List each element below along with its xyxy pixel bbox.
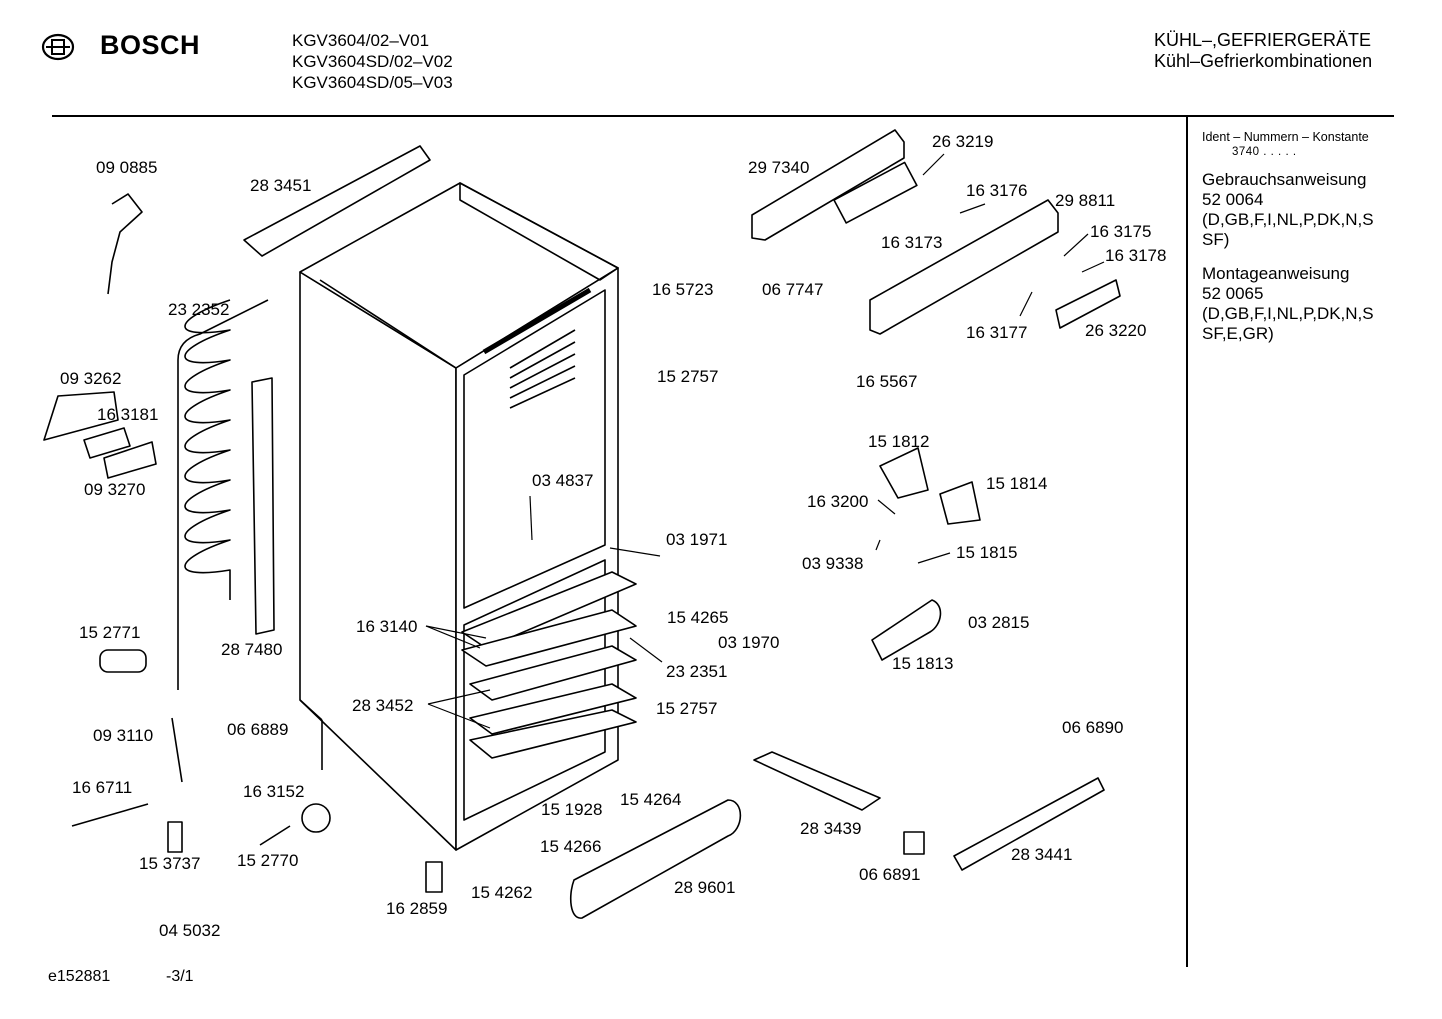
category-title: KÜHL–,GEFRIERGERÄTE — [1154, 30, 1372, 50]
part-label: 16 6711 — [72, 778, 132, 797]
part-label: 15 4266 — [540, 837, 601, 856]
page-number: -3/1 — [166, 968, 194, 985]
part-label: 16 5723 — [652, 280, 713, 299]
part-label: 09 0885 — [96, 158, 157, 177]
part-label: 15 2770 — [237, 851, 298, 870]
doc-number: 52 0064 — [1202, 190, 1264, 209]
part-label: 15 2757 — [657, 367, 718, 386]
part-label: 28 3439 — [800, 819, 861, 838]
doc-installation-manual: Montageanweisung 52 0065 (D,GB,F,I,NL,P,… — [1202, 264, 1402, 344]
part-label: 15 1813 — [892, 654, 953, 673]
part-label: 06 6890 — [1062, 718, 1123, 737]
part-label: 09 3110 — [93, 726, 153, 745]
part-label: 16 3152 — [243, 782, 304, 801]
category-subtitle: Kühl–Gefrierkombinationen — [1154, 51, 1373, 71]
part-label: 15 2771 — [79, 623, 140, 642]
part-label: 15 1928 — [541, 800, 602, 819]
part-label: 16 3176 — [966, 181, 1027, 200]
part-label: 28 3451 — [250, 176, 311, 195]
part-label: 16 5567 — [856, 372, 917, 391]
part-label: 06 6891 — [859, 865, 920, 884]
small-parts-drawing — [43, 193, 925, 893]
part-label: 03 4837 — [532, 471, 593, 490]
model-number: KGV3604SD/05–V03 — [292, 73, 453, 92]
cabinet-drawing — [299, 182, 619, 851]
doc-languages: (D,GB,F,I,NL,P,DK,N,S SF,E,GR) — [1202, 304, 1374, 343]
part-label: 16 3175 — [1090, 222, 1151, 241]
part-label: 16 3140 — [356, 617, 417, 636]
header-divider — [52, 115, 1394, 117]
leader-lines — [425, 153, 1105, 729]
part-label: 15 4265 — [667, 608, 728, 627]
side-rail-drawing — [251, 377, 275, 635]
part-label: 23 2351 — [666, 662, 727, 681]
door-bins-drawing — [569, 447, 1105, 919]
part-label: 28 3441 — [1011, 845, 1072, 864]
doc-number: 52 0065 — [1202, 284, 1264, 303]
model-number: KGV3604/02–V01 — [292, 31, 430, 50]
part-label: 16 3178 — [1105, 246, 1166, 265]
part-label: 15 1812 — [868, 432, 929, 451]
part-label: 03 1971 — [666, 530, 727, 549]
doc-languages: (D,GB,F,I,NL,P,DK,N,S SF) — [1202, 210, 1374, 249]
part-label: 16 3177 — [966, 323, 1027, 342]
ident-value: 3740 . . . . . — [1232, 146, 1297, 158]
model-number: KGV3604SD/02–V02 — [292, 52, 453, 71]
part-label: 28 3452 — [352, 696, 413, 715]
doc-user-manual: Gebrauchsanweisung 52 0064 (D,GB,F,I,NL,… — [1202, 170, 1402, 250]
document-info-panel: Ident – Nummern – Konstante 3740 . . . .… — [1202, 130, 1402, 344]
part-label: 03 2815 — [968, 613, 1029, 632]
part-label: 16 3181 — [97, 405, 158, 424]
part-labels: 09 0885 28 3451 23 2352 09 3262 16 3181 … — [60, 132, 1166, 940]
part-label: 28 7480 — [221, 640, 282, 659]
part-label: 15 1814 — [986, 474, 1047, 493]
brand-logo: BOSCH — [100, 30, 201, 60]
part-label: 28 9601 — [674, 878, 735, 897]
part-label: 04 5032 — [159, 921, 220, 940]
condenser-coil-drawing — [177, 299, 269, 690]
product-category: KÜHL–,GEFRIERGERÄTE Kühl–Gefrierkombinat… — [1154, 30, 1390, 72]
part-label: 26 3220 — [1085, 321, 1146, 340]
part-label: 16 3200 — [807, 492, 868, 511]
bosch-armature-logo-icon — [41, 33, 75, 61]
part-label: 06 7747 — [762, 280, 823, 299]
part-label: 15 2757 — [656, 699, 717, 718]
part-label: 09 3270 — [84, 480, 145, 499]
glass-shelves-drawing — [461, 571, 637, 759]
part-label: 15 4264 — [620, 790, 681, 809]
model-list: KGV3604/02–V01 KGV3604SD/02–V02 KGV3604S… — [292, 30, 453, 93]
part-label: 03 1970 — [718, 633, 779, 652]
sidebar-divider — [1186, 117, 1188, 967]
doc-title: Montageanweisung — [1202, 264, 1350, 283]
part-label: 26 3219 — [932, 132, 993, 151]
part-label: 09 3262 — [60, 369, 121, 388]
part-label: 15 1815 — [956, 543, 1017, 562]
drawing-id: e152881 — [48, 968, 111, 985]
doc-title: Gebrauchsanweisung — [1202, 170, 1367, 189]
top-grille-drawing — [243, 145, 431, 257]
part-label: 16 3173 — [881, 233, 942, 252]
control-panel-drawing — [751, 129, 1121, 335]
part-label: 29 8811 — [1055, 191, 1115, 210]
part-label: 29 7340 — [748, 158, 809, 177]
part-label: 03 9338 — [802, 554, 863, 573]
part-label: 23 2352 — [168, 300, 229, 319]
ident-title: Ident – Nummern – Konstante — [1202, 130, 1369, 144]
part-label: 16 2859 — [386, 899, 447, 918]
part-label: 06 6889 — [227, 720, 288, 739]
part-label: 15 3737 — [139, 854, 200, 873]
part-label: 15 4262 — [471, 883, 532, 902]
